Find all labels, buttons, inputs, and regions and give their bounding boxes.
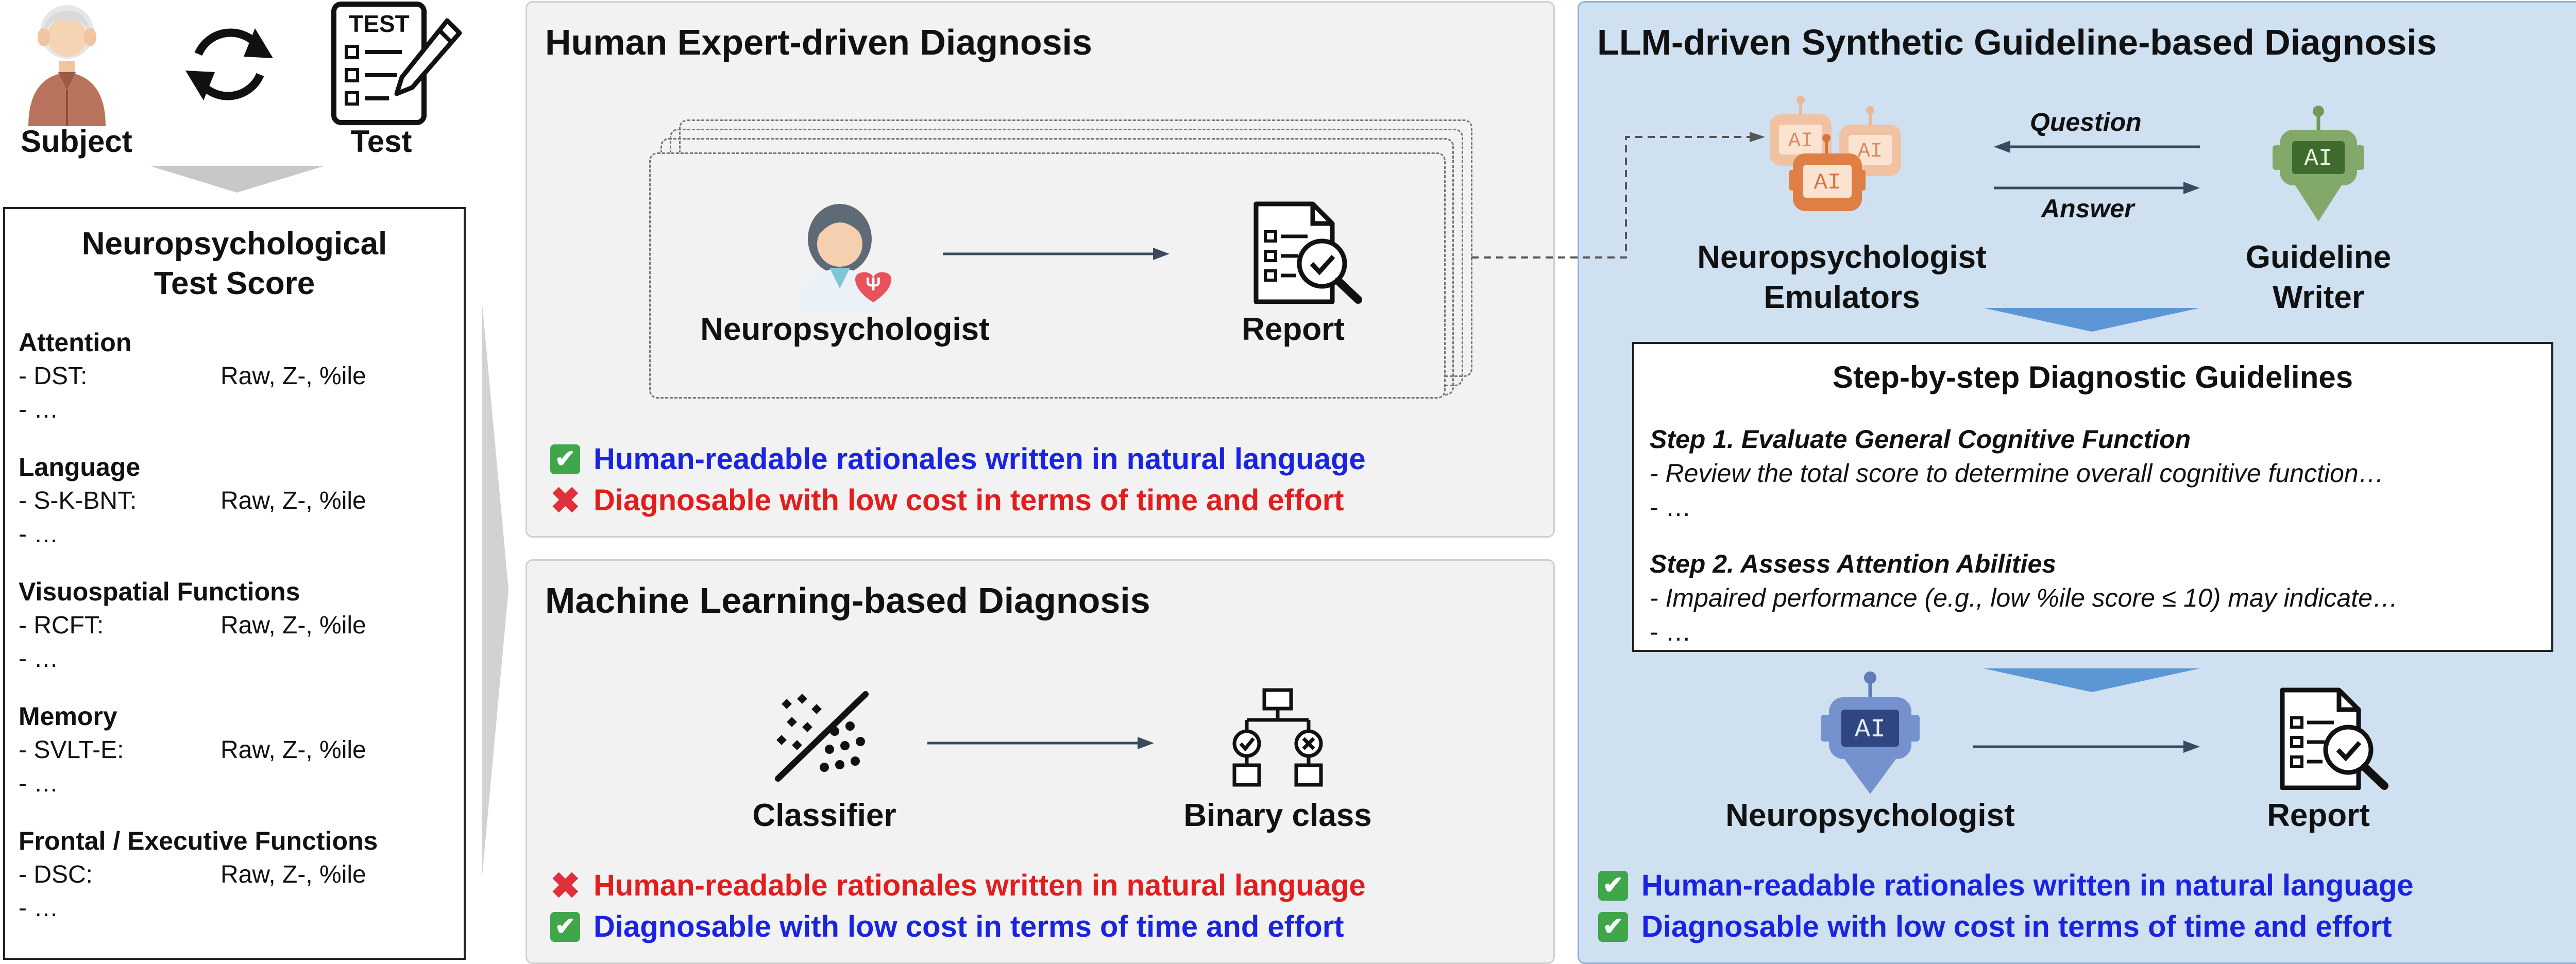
arrow-to-report	[943, 248, 1170, 260]
test-score-title-line1: Neuropsychological	[81, 226, 387, 262]
svg-text:AI: AI	[2304, 145, 2332, 172]
emulators-label-line1: Neuropsychologist	[1697, 239, 1987, 275]
neuropsychologist-icon: Ψ	[799, 204, 891, 310]
classifier-icon	[775, 691, 869, 782]
neuropsychologist-emulators-icon: AI AI AI	[1770, 96, 1901, 211]
svg-text:AI: AI	[1814, 170, 1841, 196]
svg-text:AI: AI	[1788, 130, 1813, 153]
binary-class-icon	[1232, 688, 1323, 787]
section-title-attention: Attention	[19, 328, 132, 357]
llm-report-icon	[2280, 687, 2388, 790]
test-item-dsc-value: Raw, Z-, %ile	[221, 861, 366, 888]
test-item-skbnt: - S-K-BNT:	[19, 487, 137, 514]
step1-more: - …	[1650, 493, 1691, 522]
test-item-skbnt-value: Raw, Z-, %ile	[221, 487, 366, 514]
step2-line: - Impaired performance (e.g., low %ile s…	[1650, 583, 2399, 612]
subject-icon	[28, 5, 106, 126]
test-item-rcft-value: Raw, Z-, %ile	[221, 612, 366, 639]
ml-line-readable-text: Human-readable rationales written in nat…	[594, 869, 1366, 902]
human-line-readable-text: Human-readable rationales written in nat…	[594, 442, 1366, 476]
svg-text:AI: AI	[1858, 140, 1883, 163]
test-score-title-line2: Test Score	[154, 266, 315, 301]
check-icon: ✔	[1598, 870, 1628, 901]
guidelines-title: Step-by-step Diagnostic Guidelines	[1832, 360, 2353, 394]
section-title-frontal-executive: Frontal / Executive Functions	[19, 827, 378, 855]
down-arrow-blue	[1984, 668, 2200, 692]
llm-line-cost-text: Diagnosable with low cost in terms of ti…	[1641, 910, 2392, 943]
step1-line: - Review the total score to determine ov…	[1650, 459, 2384, 488]
step2-more: - …	[1650, 617, 1691, 646]
ml-title: Machine Learning-based Diagnosis	[545, 580, 1150, 621]
guidelines-box	[1632, 342, 2553, 652]
test-item-dst: - DST:	[19, 363, 88, 390]
test-badge-text: TEST	[349, 10, 410, 37]
guideline-writer-label-line1: Guideline	[2245, 239, 2392, 275]
section-title-language: Language	[19, 453, 141, 481]
llm-neuropsychologist-label: Neuropsychologist	[1725, 798, 2015, 833]
binary-class-label: Binary class	[1183, 798, 1372, 833]
test-item-svlte: - SVLT-E:	[19, 736, 124, 764]
test-score-box	[3, 207, 466, 960]
cycle-arrows-icon	[185, 28, 273, 100]
question-label: Question	[2030, 108, 2142, 136]
test-item-dsc: - DSC:	[19, 861, 93, 888]
test-item-more: - …	[19, 645, 59, 673]
llm-line-readable: ✔ Human-readable rationales written in n…	[1598, 868, 2414, 903]
cross-icon: ✖	[550, 480, 581, 521]
answer-label: Answer	[2041, 194, 2134, 223]
ml-line-cost-text: Diagnosable with low cost in terms of ti…	[594, 910, 1344, 943]
llm-line-readable-text: Human-readable rationales written in nat…	[1641, 869, 2414, 902]
dashed-connector	[1471, 132, 1765, 259]
llm-neuropsychologist-icon: AI	[1821, 672, 1920, 794]
test-item-svlte-value: Raw, Z-, %ile	[221, 736, 366, 764]
check-icon: ✔	[1598, 911, 1628, 942]
human-line-cost: ✖ Diagnosable with low cost in terms of …	[550, 480, 1344, 521]
svg-text:Ψ: Ψ	[866, 273, 880, 295]
guideline-writer-label-line2: Writer	[2272, 280, 2364, 315]
test-item-more: - …	[19, 521, 59, 548]
step1-title: Step 1. Evaluate General Cognitive Funct…	[1650, 425, 2191, 454]
cross-icon: ✖	[550, 865, 581, 906]
report-icon	[1253, 201, 1362, 304]
human-line-cost-text: Diagnosable with low cost in terms of ti…	[594, 484, 1344, 517]
guideline-writer-icon: AI	[2273, 106, 2364, 221]
test-item-more: - …	[19, 770, 59, 797]
down-arrow-blue	[1984, 308, 2200, 332]
test-item-more: - …	[19, 894, 59, 922]
section-title-memory: Memory	[19, 702, 117, 731]
llm-report-label: Report	[2267, 798, 2370, 833]
right-arrow-gray	[482, 299, 509, 881]
check-icon: ✔	[550, 911, 580, 942]
test-item-rcft: - RCFT:	[19, 612, 104, 639]
test-item-more: - …	[19, 396, 59, 423]
ml-line-cost: ✔ Diagnosable with low cost in terms of …	[550, 909, 1344, 944]
test-label: Test	[350, 124, 412, 159]
test-sheet-icon: TEST	[331, 2, 462, 125]
test-item-dst-value: Raw, Z-, %ile	[221, 363, 366, 390]
down-arrow-gray	[149, 166, 325, 193]
emulators-label-line2: Emulators	[1764, 280, 1920, 315]
human-line-readable: ✔ Human-readable rationales written in n…	[550, 442, 1366, 476]
classifier-label: Classifier	[752, 798, 896, 833]
step2-title: Step 2. Assess Attention Abilities	[1650, 549, 2057, 578]
human-expert-title: Human Expert-driven Diagnosis	[545, 22, 1092, 62]
neuropsychologist-label: Neuropsychologist	[700, 312, 990, 347]
check-icon: ✔	[550, 444, 580, 474]
section-title-visuospatial: Visuospatial Functions	[19, 577, 300, 606]
question-arrow	[1994, 141, 2200, 153]
report-label: Report	[1242, 312, 1345, 347]
llm-title: LLM-driven Synthetic Guideline-based Dia…	[1597, 22, 2437, 62]
answer-arrow	[1994, 182, 2200, 194]
arrow-to-llm-report	[1973, 741, 2200, 753]
llm-line-cost: ✔ Diagnosable with low cost in terms of …	[1598, 909, 2392, 944]
subject-label: Subject	[21, 124, 132, 159]
svg-text:AI: AI	[1855, 715, 1886, 745]
arrow-to-binary-class	[927, 737, 1154, 749]
ml-line-readable: ✖ Human-readable rationales written in n…	[550, 865, 1366, 906]
ml-panel	[526, 559, 1555, 964]
